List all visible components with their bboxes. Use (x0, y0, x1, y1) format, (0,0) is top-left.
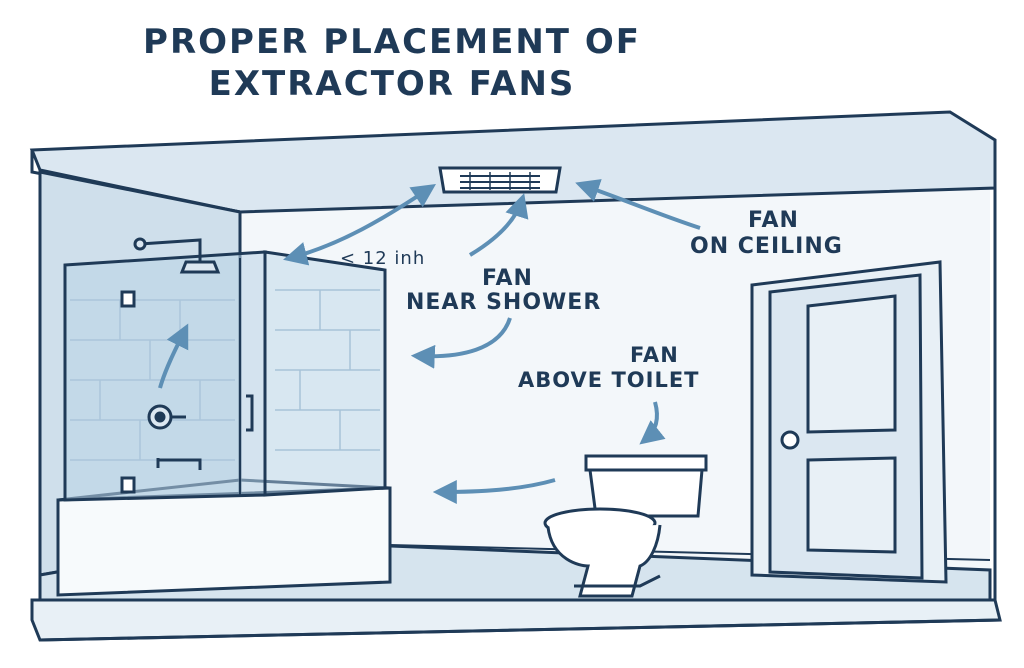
label-fan-toilet-2: ABOVE TOILET (518, 368, 700, 392)
title-line-2: EXTRACTOR FANS (208, 64, 576, 104)
arrow-icon (432, 478, 556, 504)
label-fan-toilet-1: FAN (630, 343, 679, 367)
arrow-icon (158, 323, 189, 389)
title-line-1: PROPER PLACEMENT OF (143, 22, 641, 62)
label-distance: < 12 inh (340, 248, 426, 269)
arrow-icon (410, 317, 512, 369)
shower-head-icon (133, 237, 221, 274)
shower-controls (147, 404, 202, 470)
label-fan-ceiling-1: FAN (748, 208, 799, 233)
label-fan-shower-1: FAN (482, 266, 533, 291)
arrow-icon (283, 184, 436, 266)
airflow-arrows (158, 179, 701, 504)
shower-enclosure (63, 250, 387, 502)
arrow-icon (639, 401, 666, 445)
arrow-icon (468, 193, 529, 257)
label-fan-ceiling-2: ON CEILING (690, 234, 843, 259)
label-fan-shower-2: NEAR SHOWER (406, 290, 602, 315)
arrow-icon (575, 179, 701, 230)
toilet-icon (543, 454, 708, 598)
door-icon (750, 260, 948, 584)
extractor-fan-icon (438, 166, 562, 194)
